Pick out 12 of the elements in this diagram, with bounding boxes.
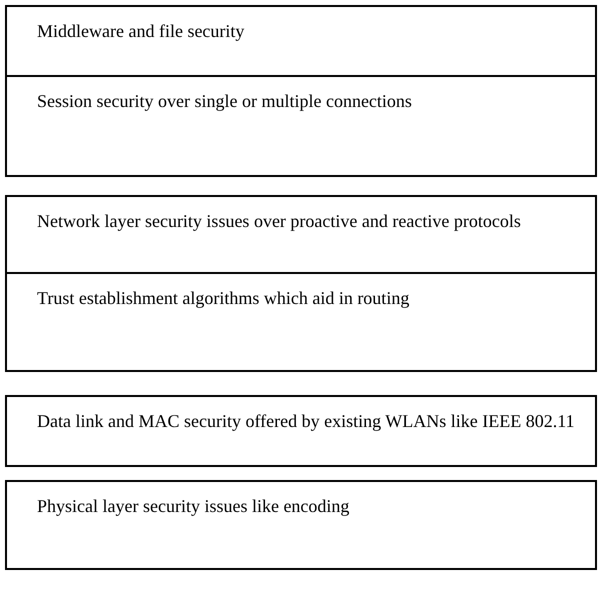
layer-box [5,480,597,570]
layer-box [5,395,597,467]
layer-description: Physical layer security issues like encoding [36,495,350,518]
layer-description: Network layer security issues over proactive and reactive protocols [36,210,522,233]
layer-box [5,75,597,177]
layer-box [5,195,597,274]
layer-description: Middleware and file security [36,20,246,43]
layer-box [5,5,597,77]
layer-description: Session security over single or multiple connections [36,90,413,113]
layer-description: Data link and MAC security offered by existing WLANs like IEEE 802.11 [36,410,576,433]
layer-description: Trust establishment algorithms which aid in routing [36,287,410,310]
layer-box [5,272,597,372]
